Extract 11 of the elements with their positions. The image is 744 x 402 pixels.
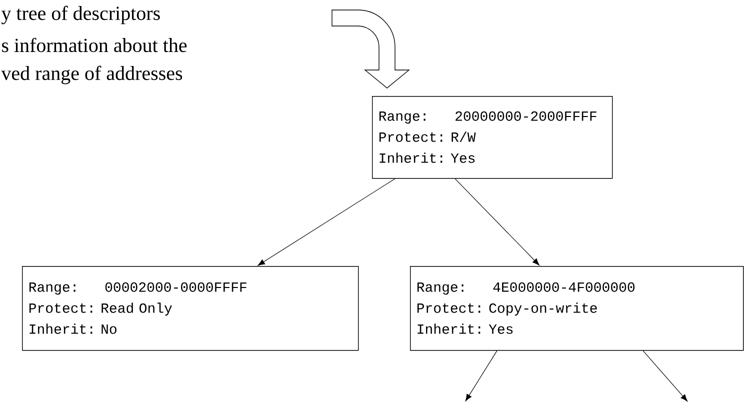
- caption-text: y tree of descriptors: [1, 6, 160, 24]
- arrow: [454, 178, 540, 266]
- arrow: [258, 178, 396, 266]
- descriptor-box: Range: 00002000-0000FFFF Protect: Read Only Inherit: No: [22, 266, 359, 351]
- descriptor-box: Range: 20000000-2000FFFF Protect: R/W Inherit: Yes: [372, 96, 613, 179]
- arrow: [642, 350, 688, 402]
- descriptor-box: Range: 4E000000-4F000000 Protect: Copy-on-write Inherit: Yes: [410, 266, 744, 351]
- hollow-arrow: [332, 10, 410, 88]
- caption-text: ved range of addresses: [1, 66, 182, 84]
- arrow: [465, 350, 498, 402]
- caption-text: s information about the: [2, 38, 187, 52]
